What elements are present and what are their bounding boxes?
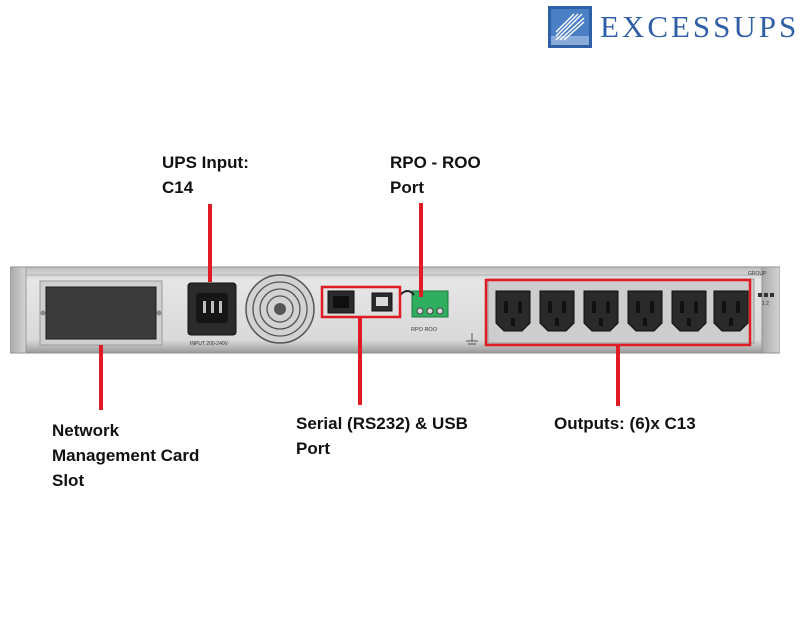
ups-input-callout-line: [208, 204, 212, 282]
serial-callout-line: [358, 317, 362, 405]
cooling-fan-icon: [245, 274, 315, 344]
c13-outlets: [495, 290, 749, 332]
c13-outlet-4: [627, 290, 663, 332]
c13-outlet-5: [671, 290, 707, 332]
c13-outlet-1: [495, 290, 531, 332]
c13-outlet-2: [539, 290, 575, 332]
c14-input-inlet: INPUT 200-240V: [187, 282, 237, 347]
rpo-label-line2: Port: [390, 178, 424, 197]
ground-symbol-icon: [466, 333, 478, 345]
group-indicator: GROUP 1 2: [748, 271, 774, 307]
network-label-line1: Network: [52, 421, 120, 440]
serial-label: Serial (RS232) & USB Port: [296, 411, 468, 461]
network-label-line3: Slot: [52, 471, 85, 490]
input-rating-text: INPUT 200-240V: [190, 341, 229, 347]
logo-emblem-icon: [548, 6, 592, 48]
logo-text: EXCESSUPS: [600, 9, 800, 44]
serial-label-line2: Port: [296, 439, 330, 458]
rpo-callout-line: [419, 203, 423, 297]
network-label: Network Management Card Slot: [52, 418, 199, 493]
serial-usb-ports: [327, 290, 393, 314]
outputs-label-line1: Outputs: (6)x C13: [554, 414, 696, 433]
outputs-callout-line: [616, 344, 620, 406]
network-label-line2: Management Card: [52, 446, 200, 465]
group-label-text: GROUP: [748, 271, 767, 277]
outputs-label: Outputs: (6)x C13: [554, 411, 696, 436]
network-card-slot: [39, 280, 163, 346]
rpo-label-line1: RPO - ROO: [390, 153, 481, 172]
ups-input-label-line1: UPS Input:: [162, 153, 249, 172]
network-callout-line: [99, 345, 103, 410]
rpo-roo-text: RPO ROO: [411, 327, 438, 333]
c13-outlet-3: [583, 290, 619, 332]
c13-outlet-6: [713, 290, 749, 332]
excessups-logo: EXCESSUPS: [548, 6, 796, 48]
serial-label-line1: Serial (RS232) & USB: [296, 414, 468, 433]
rpo-roo-terminal: RPO ROO: [399, 290, 449, 333]
ups-input-label: UPS Input: C14: [162, 150, 249, 200]
rpo-label: RPO - ROO Port: [390, 150, 481, 200]
ups-rear-panel: INPUT 200-240V RPO ROO: [10, 266, 780, 354]
ups-input-label-line2: C14: [162, 178, 194, 197]
group-numbers-text: 1 2: [762, 301, 769, 307]
